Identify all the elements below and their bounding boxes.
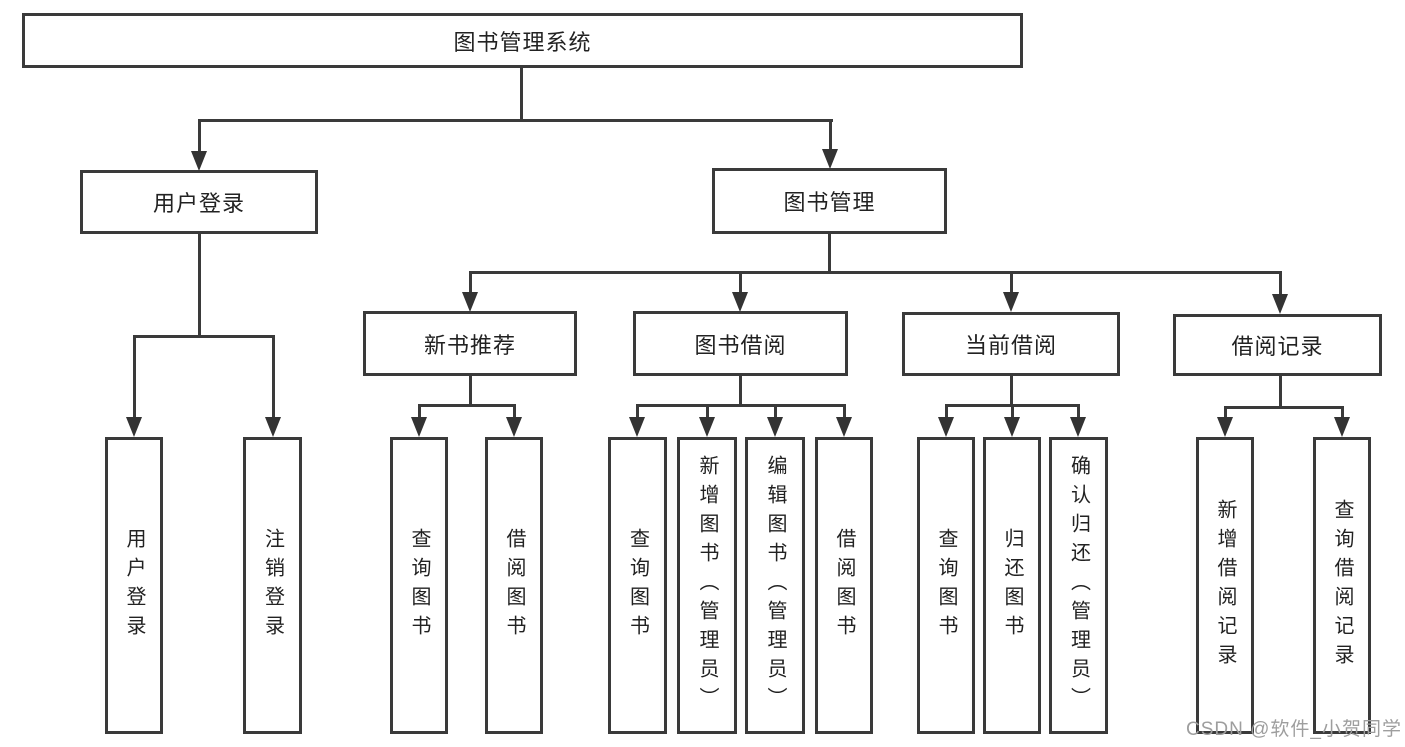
leaf-confirm-return-admin: 确认归还（管理员） <box>1049 437 1108 734</box>
leaf-user-login-label: 用户登录 <box>123 527 145 644</box>
arrow-down-icon <box>1334 417 1350 437</box>
leaf-query-book-borrow-label: 查询图书 <box>626 527 649 644</box>
arrow-down-icon <box>1003 292 1019 312</box>
leaf-edit-book-admin-label: 编辑图书（管理员） <box>764 455 786 716</box>
leaf-query-book-current-label: 查询图书 <box>935 527 957 644</box>
leaf-add-book-admin-label: 新增图书（管理员） <box>696 455 718 716</box>
connector-line <box>198 119 201 153</box>
connector-line <box>828 234 831 274</box>
leaf-return-book-label: 归还图书 <box>1001 527 1023 644</box>
arrow-down-icon <box>126 417 142 437</box>
connector-line <box>1010 375 1013 406</box>
node-borrow-record: 借阅记录 <box>1173 314 1382 376</box>
node-current-borrow: 当前借阅 <box>902 312 1120 376</box>
connector-line <box>469 375 472 406</box>
leaf-query-borrow-record-label: 查询借阅记录 <box>1331 498 1353 673</box>
leaf-add-borrow-record-label: 新增借阅记录 <box>1214 498 1236 673</box>
connector-line <box>418 404 516 407</box>
arrow-down-icon <box>836 417 852 437</box>
leaf-borrow-book-recommend-label: 借阅图书 <box>503 527 525 644</box>
leaf-query-book-recommend: 查询图书 <box>390 437 448 734</box>
leaf-add-borrow-record: 新增借阅记录 <box>1196 437 1254 734</box>
connector-line <box>198 233 201 337</box>
connector-line <box>133 335 275 338</box>
connector-line <box>418 404 421 419</box>
leaf-logout-label: 注销登录 <box>261 527 284 644</box>
arrow-down-icon <box>265 417 281 437</box>
arrow-down-icon <box>699 417 715 437</box>
leaf-query-borrow-record: 查询借阅记录 <box>1313 437 1371 734</box>
node-book-borrow-label: 图书借阅 <box>694 332 787 358</box>
connector-line <box>513 404 516 419</box>
connector-line <box>1010 271 1013 296</box>
connector-line <box>636 404 846 407</box>
leaf-add-book-admin: 新增图书（管理员） <box>677 437 737 734</box>
node-borrow-record-label: 借阅记录 <box>1231 334 1324 359</box>
leaf-borrow-book-borrow: 借阅图书 <box>815 437 873 734</box>
node-user-login-label: 用户登录 <box>152 191 245 216</box>
arrow-down-icon <box>767 417 783 437</box>
arrow-down-icon <box>1004 417 1020 437</box>
node-new-book-recommend: 新书推荐 <box>363 311 577 376</box>
connector-line <box>272 335 275 419</box>
connector-line <box>739 375 742 406</box>
arrow-down-icon <box>1217 417 1233 437</box>
leaf-query-book-current: 查询图书 <box>917 437 975 734</box>
connector-line <box>706 404 709 419</box>
connector-line <box>636 404 639 419</box>
arrow-down-icon <box>462 292 478 312</box>
arrow-down-icon <box>938 417 954 437</box>
node-library-management-system: 图书管理系统 <box>22 13 1023 68</box>
connector-line <box>198 119 833 122</box>
connector-line <box>945 404 948 419</box>
watermark: CSDN @软件_小贺同学 <box>1186 719 1402 740</box>
leaf-query-book-recommend-label: 查询图书 <box>408 527 430 644</box>
leaf-query-book-borrow: 查询图书 <box>608 437 667 734</box>
connector-line <box>843 404 846 419</box>
arrow-down-icon <box>732 292 748 312</box>
node-current-borrow-label: 当前借阅 <box>964 333 1057 358</box>
node-book-management-label: 图书管理 <box>783 190 876 215</box>
connector-line <box>520 68 523 122</box>
arrow-down-icon <box>1070 417 1086 437</box>
connector-line <box>1224 406 1344 409</box>
leaf-edit-book-admin: 编辑图书（管理员） <box>745 437 805 734</box>
arrow-down-icon <box>191 151 207 171</box>
node-book-management: 图书管理 <box>712 168 947 234</box>
node-library-management-system-label: 图书管理系统 <box>453 29 592 55</box>
connector-line <box>469 271 472 296</box>
connector-line <box>829 119 832 153</box>
arrow-down-icon <box>822 149 838 169</box>
node-user-login: 用户登录 <box>80 170 318 234</box>
connector-line <box>1077 404 1080 419</box>
connector-line <box>133 335 136 419</box>
connector-line <box>1279 271 1282 296</box>
connector-line <box>1341 406 1344 419</box>
connector-line <box>1011 404 1014 419</box>
arrow-down-icon <box>506 417 522 437</box>
node-book-borrow: 图书借阅 <box>633 311 848 376</box>
leaf-borrow-book-recommend: 借阅图书 <box>485 437 543 734</box>
leaf-borrow-book-borrow-label: 借阅图书 <box>833 527 855 644</box>
leaf-return-book: 归还图书 <box>983 437 1041 734</box>
connector-line <box>739 271 742 296</box>
connector-line <box>469 271 1282 274</box>
node-new-book-recommend-label: 新书推荐 <box>423 332 516 358</box>
leaf-confirm-return-admin-label: 确认归还（管理员） <box>1067 455 1090 716</box>
leaf-logout: 注销登录 <box>243 437 302 734</box>
arrow-down-icon <box>411 417 427 437</box>
connector-line <box>1279 376 1282 408</box>
connector-line <box>1224 406 1227 419</box>
connector-line <box>774 404 777 419</box>
arrow-down-icon <box>1272 294 1288 314</box>
leaf-user-login: 用户登录 <box>105 437 163 734</box>
arrow-down-icon <box>629 417 645 437</box>
